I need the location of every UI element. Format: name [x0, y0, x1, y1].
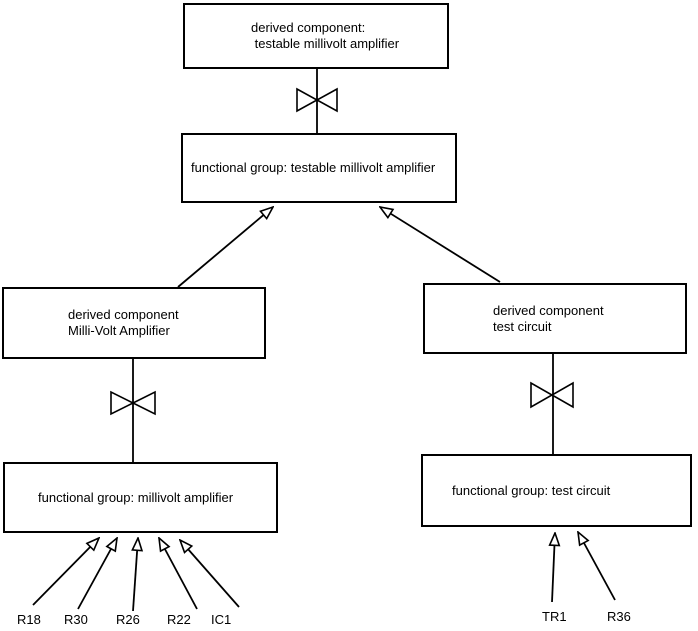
- arrow-tr1-to-right-functional: [552, 533, 555, 603]
- arrow-r22-to-left-functional: [159, 538, 198, 610]
- node-derived-component-testable-millivolt-amplifier: derived component: testable millivolt am…: [183, 3, 449, 69]
- node-derived-component-test-circuit: derived component test circuit: [423, 283, 687, 354]
- arrow-r30-to-left-functional: [77, 538, 117, 610]
- arrow-right-derived-to-top-functional: [380, 207, 501, 283]
- leaf-label-r36: R36: [607, 609, 631, 624]
- arrow-r26-to-left-functional: [133, 538, 138, 612]
- node-functional-group-testable-millivolt-amplifier: functional group: testable millivolt amp…: [181, 133, 457, 203]
- node-label: functional group: test circuit: [452, 482, 611, 498]
- node-label-line1: derived component: [493, 302, 604, 318]
- node-functional-group-test-circuit: functional group: test circuit: [421, 454, 692, 527]
- leaf-label-r18: R18: [17, 612, 41, 627]
- leaf-label-r26: R26: [116, 612, 140, 627]
- leaf-label-r30: R30: [64, 612, 88, 627]
- arrow-ic1-to-left-functional: [180, 540, 240, 608]
- bowtie-icon: [296, 87, 338, 113]
- node-label: functional group: millivolt amplifier: [38, 489, 234, 505]
- node-derived-component-milli-volt-amplifier: derived component Milli-Volt Amplifier: [2, 287, 266, 359]
- node-label-line2: test circuit: [493, 318, 552, 334]
- leaf-label-r22: R22: [167, 612, 191, 627]
- bowtie-icon: [110, 390, 156, 416]
- node-label-line1: derived component: [68, 307, 179, 322]
- bowtie-icon: [530, 381, 574, 409]
- leaf-label-tr1: TR1: [542, 609, 567, 624]
- node-functional-group-millivolt-amplifier: functional group: millivolt amplifier: [3, 462, 278, 533]
- node-label: functional group: testable millivolt amp…: [191, 160, 436, 175]
- node-label-line2: Milli-Volt Amplifier: [68, 323, 170, 338]
- leaf-label-ic1: IC1: [211, 612, 232, 627]
- arrow-r18-to-left-functional: [32, 538, 99, 606]
- arrow-r36-to-right-functional: [578, 532, 616, 601]
- arrow-left-derived-to-top-functional: [177, 207, 273, 288]
- node-label-line2: testable millivolt amplifier: [251, 36, 400, 51]
- node-label-line1: derived component:: [251, 20, 366, 35]
